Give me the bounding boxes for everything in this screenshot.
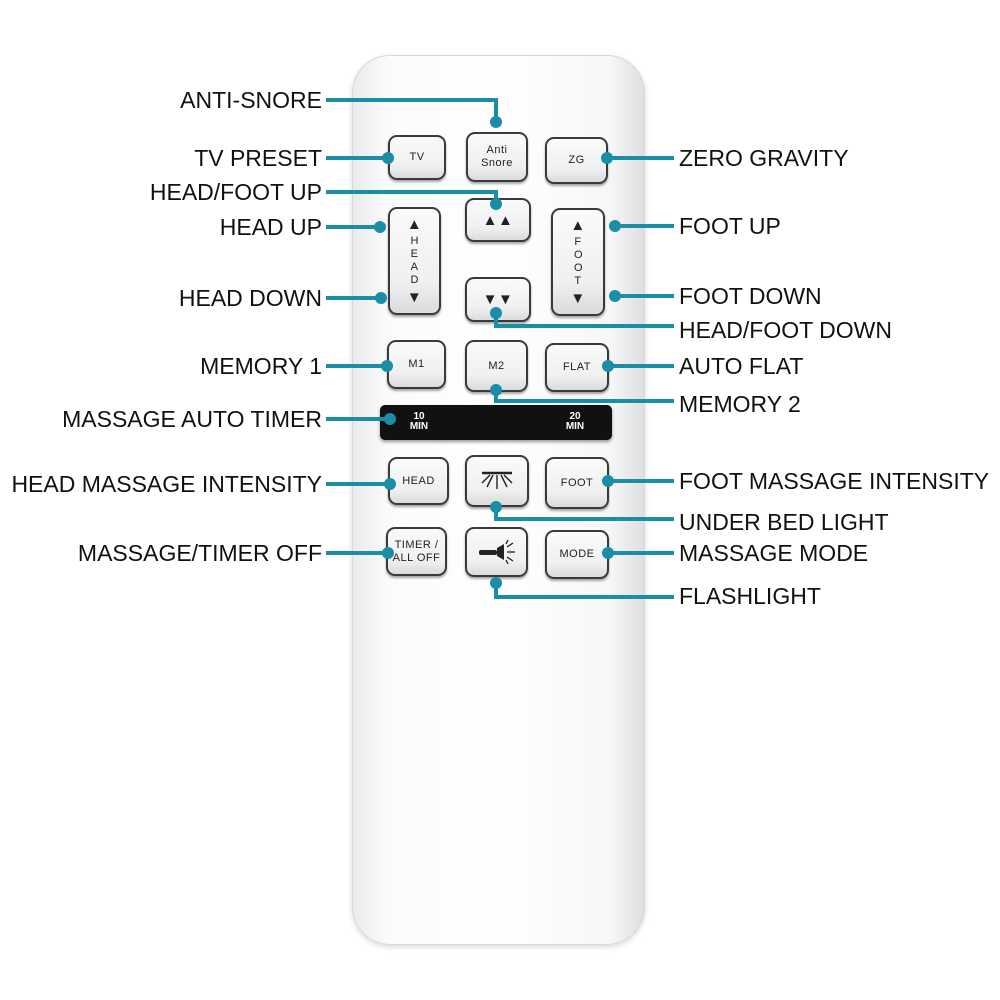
zg-label: ZG bbox=[568, 154, 585, 167]
callout-auto-flat: AUTO FLAT bbox=[679, 353, 804, 379]
callout-foot-massage-intensity: FOOT MASSAGE INTENSITY bbox=[679, 468, 990, 494]
up-arrow-icon: ▲ bbox=[570, 217, 586, 234]
foot-rocker-button[interactable]: ▲ FOOT ▼ bbox=[551, 208, 605, 316]
callout-anti-snore: ANTI-SNORE bbox=[180, 87, 322, 113]
under-bed-light-button[interactable] bbox=[465, 455, 529, 507]
callout-tv-preset: TV PRESET bbox=[194, 145, 322, 171]
callout-head-up: HEAD UP bbox=[219, 214, 322, 240]
foot-rocker-label: FOOT bbox=[574, 236, 584, 287]
memory-1-button[interactable]: M1 bbox=[387, 340, 446, 389]
head-rocker-label: HEAD bbox=[410, 235, 419, 286]
callout-head-down: HEAD DOWN bbox=[178, 285, 322, 311]
double-down-arrow-icon: ▼▼ bbox=[482, 291, 514, 308]
callout-head-foot-up: HEAD/FOOT UP bbox=[149, 179, 322, 205]
callout-foot-down: FOOT DOWN bbox=[679, 283, 822, 309]
under-bed-light-icon bbox=[481, 471, 513, 489]
massage-timer-indicator: 10 MIN 20 MIN bbox=[380, 405, 612, 440]
tv-button[interactable]: TV bbox=[388, 135, 446, 180]
down-arrow-icon: ▼ bbox=[570, 290, 586, 307]
flashlight-button[interactable] bbox=[465, 527, 528, 577]
anti-snore-button[interactable]: Anti Snore bbox=[466, 132, 528, 182]
flat-label: FLAT bbox=[562, 361, 592, 374]
timer-all-off-button[interactable]: TIMER / ALL OFF bbox=[386, 527, 447, 576]
mode-label: MODE bbox=[559, 548, 595, 561]
up-arrow-icon: ▲ bbox=[406, 216, 423, 233]
callout-massage-timer-off: MASSAGE/TIMER OFF bbox=[77, 540, 322, 566]
callout-under-bed-light: UNDER BED LIGHT bbox=[679, 509, 889, 535]
callout-massage-mode: MASSAGE MODE bbox=[679, 540, 869, 566]
callout-flashlight: FLASHLIGHT bbox=[679, 583, 821, 609]
massage-mode-button[interactable]: MODE bbox=[545, 530, 609, 579]
callout-head-massage-intensity: HEAD MASSAGE INTENSITY bbox=[11, 471, 322, 497]
flashlight-icon bbox=[478, 540, 515, 564]
timer-20-min-label: 20 MIN bbox=[565, 411, 585, 432]
memory-2-button[interactable]: M2 bbox=[465, 340, 528, 392]
anti-snore-label: Anti Snore bbox=[481, 144, 513, 169]
m2-label: M2 bbox=[488, 359, 505, 372]
head-massage-label: HEAD bbox=[402, 474, 435, 487]
m1-label: M1 bbox=[408, 358, 425, 371]
timer-all-off-label: TIMER / ALL OFF bbox=[392, 538, 441, 564]
head-rocker-button[interactable]: ▲ HEAD ▼ bbox=[388, 207, 441, 315]
tv-label: TV bbox=[409, 151, 425, 164]
callout-memory-1: MEMORY 1 bbox=[200, 353, 322, 379]
callout-memory-2: MEMORY 2 bbox=[679, 391, 801, 417]
callout-foot-up: FOOT UP bbox=[679, 213, 781, 239]
foot-massage-label: FOOT bbox=[560, 476, 594, 489]
callout-head-foot-down: HEAD/FOOT DOWN bbox=[679, 317, 892, 343]
callout-zero-gravity: ZERO GRAVITY bbox=[679, 145, 849, 171]
double-up-arrow-icon: ▲▲ bbox=[482, 211, 514, 229]
down-arrow-icon: ▼ bbox=[406, 289, 423, 306]
timer-10-min-label: 10 MIN bbox=[409, 411, 429, 432]
callout-massage-auto-timer: MASSAGE AUTO TIMER bbox=[62, 406, 322, 432]
